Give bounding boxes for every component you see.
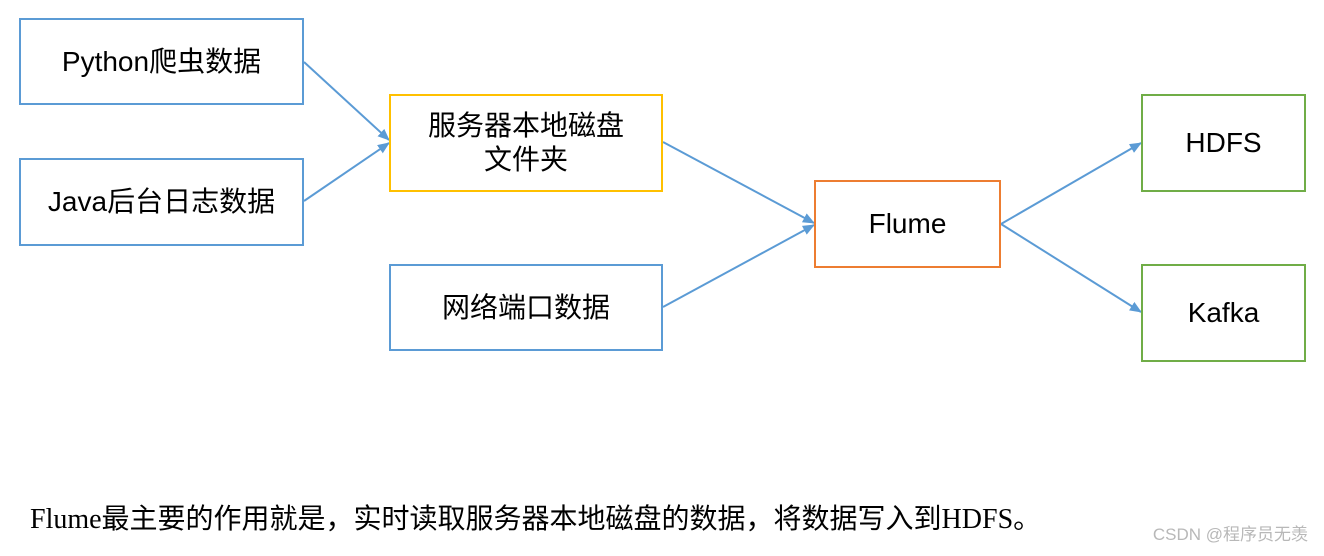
edge-flume-to-kafka: [1000, 223, 1142, 313]
edge-net-to-flume: [662, 224, 815, 308]
node-label-line-2: 文件夹: [483, 144, 568, 175]
node-hdfs: HDFS: [1141, 94, 1306, 192]
node-flume: Flume: [814, 180, 1001, 268]
edge-flume-to-hdfs: [1000, 142, 1142, 225]
node-network-port-data: 网络端口数据: [389, 264, 663, 351]
node-label: 网络端口数据: [441, 291, 610, 323]
edge-python-to-disk: [303, 61, 390, 141]
node-java-backend-log-data: Java后台日志数据: [19, 158, 304, 246]
node-label: HDFS: [1185, 127, 1262, 158]
csdn-watermark: CSDN @程序员无羡: [1152, 525, 1308, 544]
diagram-caption: Flume最主要的作用就是，实时读取服务器本地磁盘的数据，将数据写入到HDFS。: [30, 504, 1042, 535]
node-label: Flume: [868, 208, 947, 239]
node-label: Python爬虫数据: [61, 45, 262, 77]
node-label: Kafka: [1187, 297, 1260, 328]
node-kafka: Kafka: [1141, 264, 1306, 362]
node-label: Java后台日志数据: [47, 186, 276, 217]
edge-disk-to-flume: [662, 141, 815, 224]
node-server-local-disk-folder: 服务器本地磁盘 文件夹: [389, 94, 663, 192]
node-python-crawler-data: Python爬虫数据: [19, 18, 304, 105]
edge-java-to-disk: [303, 142, 390, 202]
node-label-line-1: 服务器本地磁盘: [427, 110, 624, 141]
